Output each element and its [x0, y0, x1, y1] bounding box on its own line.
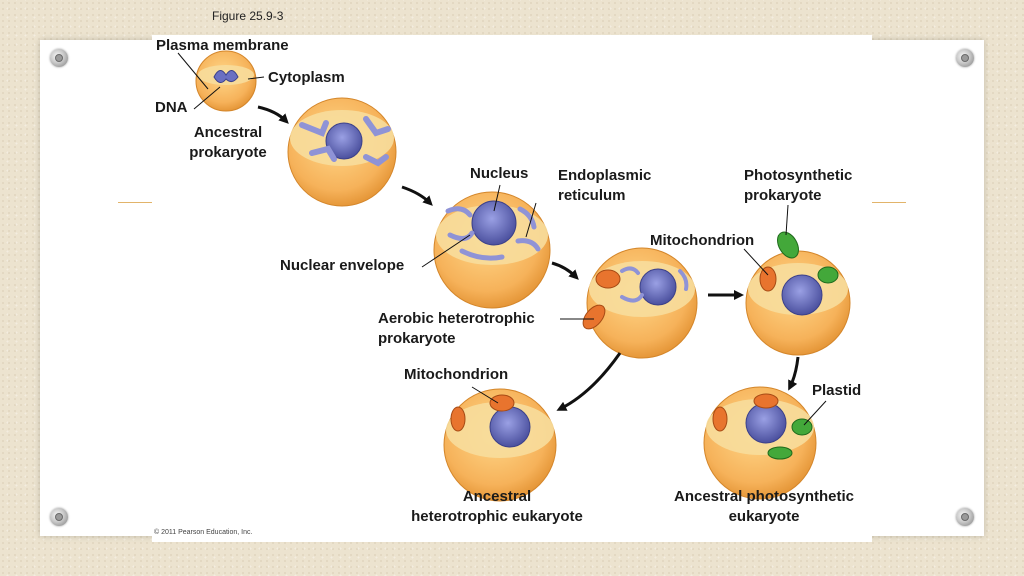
label-photosynthetic-eukaryote: Ancestral photosynthetic eukaryote — [673, 488, 855, 525]
label-nucleus: Nucleus — [470, 165, 529, 182]
label-endoplasmic-reticulum: Endoplasmic reticulum — [558, 167, 652, 204]
label-nuclear-envelope: Nuclear envelope — [280, 257, 405, 274]
screw-icon — [50, 508, 68, 526]
label-cytoplasm: Cytoplasm — [268, 69, 345, 86]
label-mitochondrion-bottom: Mitochondrion — [404, 366, 509, 383]
label-aerobic-heterotrophic-prokaryote: Aerobic heterotrophic prokaryote — [378, 310, 535, 347]
label-heterotrophic-eukaryote: Ancestral heterotrophic eukaryote — [411, 488, 583, 525]
cell-nucleus-er — [433, 191, 551, 309]
arrow-1 — [257, 105, 289, 124]
process-arrows — [257, 105, 800, 411]
screw-icon — [956, 49, 974, 67]
endosymbiosis-figure: Plasma membrane Cytoplasm DNA Ancestral … — [152, 35, 872, 542]
cell-infolding-membrane — [287, 97, 397, 207]
figure-caption: Figure 25.9-3 — [212, 9, 284, 23]
arrow-2 — [401, 185, 433, 206]
label-plastid: Plastid — [812, 382, 862, 399]
label-dna: DNA — [155, 99, 188, 116]
label-photosynthetic-prokaryote: Photosynthetic prokaryote — [744, 167, 853, 204]
leader-lines — [177, 52, 827, 426]
cell-ancestral-prokaryote — [195, 50, 257, 112]
cell-engulfing-plastid — [745, 231, 851, 356]
slide-rule-left — [118, 202, 152, 203]
arrow-3 — [551, 261, 579, 280]
endosymbiosis-diagram — [177, 50, 851, 502]
arrow-6 — [788, 356, 800, 391]
screw-icon — [956, 508, 974, 526]
slide-rule-right — [872, 202, 906, 203]
cell-photosynthetic-eukaryote — [703, 386, 817, 500]
copyright-notice: © 2011 Pearson Education, Inc. — [154, 529, 253, 536]
cell-heterotrophic-eukaryote — [443, 388, 557, 502]
arrow-5 — [556, 352, 622, 411]
label-ancestral-prokaryote: Ancestral prokaryote — [189, 124, 267, 161]
cell-engulfing-mitochondrion — [582, 247, 698, 359]
label-plasma-membrane: Plasma membrane — [156, 37, 289, 54]
label-mitochondrion-top: Mitochondrion — [650, 232, 755, 249]
screw-icon — [50, 49, 68, 67]
